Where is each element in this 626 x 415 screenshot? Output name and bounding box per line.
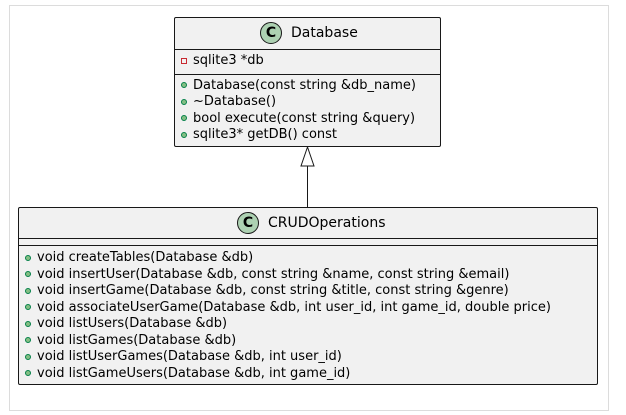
public-visibility-icon [25,287,31,294]
method-row: ~Database() [175,94,440,111]
public-visibility-icon [181,115,187,121]
methods-section: Database(const string &db_name) ~Databas… [175,75,440,148]
method-text: void insertGame(Database &db, const stri… [37,283,509,298]
public-visibility-icon [25,320,31,327]
method-text: bool execute(const string &query) [193,110,416,126]
method-text: void insertUser(Database &db, const stri… [37,266,510,282]
class-crudoperations: C CRUDOperations void createTables(Datab… [18,207,598,385]
public-visibility-icon [25,370,31,376]
field-text: sqlite3 *db [193,53,264,68]
method-text: ~Database() [193,94,277,109]
method-row: void listGameUsers(Database &db, int gam… [19,366,597,383]
method-row: Database(const string &db_name) [175,78,440,95]
fields-section: sqlite3 *db [175,50,440,75]
public-visibility-icon [25,353,31,360]
method-row: bool execute(const string &query) [175,111,440,128]
public-visibility-icon [25,271,31,277]
class-name: CRUDOperations [268,215,386,231]
class-database: C Database sqlite3 *db Database(const st… [174,17,441,147]
public-visibility-icon [181,131,187,138]
method-row: void createTables(Database &db) [19,250,597,267]
fields-section [19,239,597,246]
method-row: void associateUserGame(Database &db, int… [19,300,597,317]
public-visibility-icon [25,304,31,310]
class-header: C CRUDOperations [19,208,597,239]
private-visibility-icon [181,57,187,64]
method-row: void insertGame(Database &db, const stri… [19,283,597,300]
class-c-icon: C [237,212,259,234]
public-visibility-icon [181,98,187,105]
method-row: void insertUser(Database &db, const stri… [19,267,597,284]
inheritance-arrowhead [300,145,315,167]
class-header: C Database [175,18,440,50]
method-row: void listUserGames(Database &db, int use… [19,349,597,366]
public-visibility-icon [25,337,31,343]
method-text: void listUsers(Database &db) [37,316,228,331]
method-text: void listGameUsers(Database &db, int gam… [37,365,351,381]
method-text: void listUserGames(Database &db, int use… [37,349,342,364]
method-text: void createTables(Database &db) [37,250,254,265]
method-row: sqlite3* getDB() const [175,127,440,144]
class-name: Database [291,25,358,41]
field-row: sqlite3 *db [175,53,440,70]
class-c-icon: C [260,22,282,44]
methods-section: void createTables(Database &db) void ins… [19,246,597,386]
method-text: sqlite3* getDB() const [193,127,338,142]
method-row: void listGames(Database &db) [19,333,597,350]
public-visibility-icon [181,82,187,88]
diagram-frame [9,5,609,411]
method-text: Database(const string &db_name) [193,77,416,93]
method-text: void listGames(Database &db) [37,332,237,348]
public-visibility-icon [25,254,31,261]
method-text: void associateUserGame(Database &db, int… [37,299,551,315]
method-row: void listUsers(Database &db) [19,316,597,333]
